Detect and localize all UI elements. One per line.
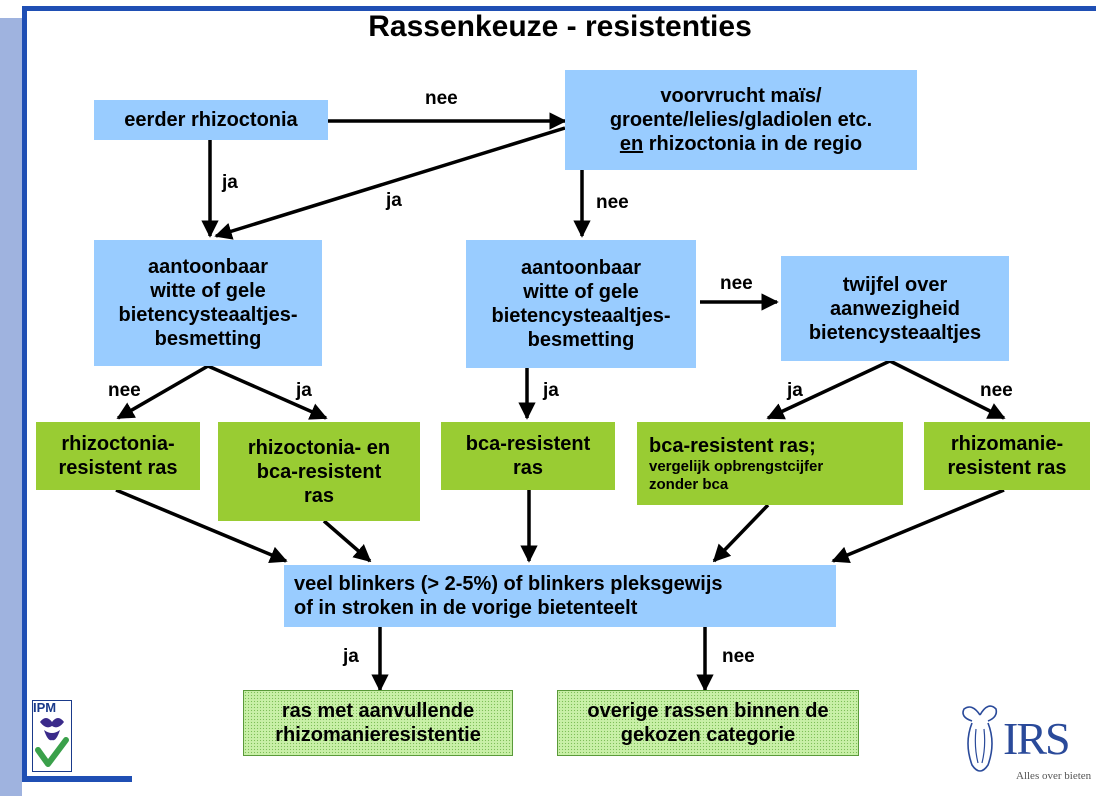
- box-overige-line-1: overige rassen binnen de: [587, 700, 829, 722]
- box-voorvrucht-line-1: voorvrucht maïs/: [660, 85, 822, 107]
- box-blinkers-line-2: of in stroken in de vorige bietenteelt: [294, 597, 638, 619]
- box-voorvrucht: voorvrucht maïs/ groente/lelies/gladiole…: [565, 70, 917, 170]
- box-eerder-rhizoctonia: eerder rhizoctonia: [94, 100, 328, 140]
- box-aantoonbaar-left: aantoonbaar witte of gele bietencysteaal…: [94, 240, 322, 366]
- label-nee-top: nee: [425, 88, 458, 109]
- frame-left-shadow: [0, 18, 22, 796]
- box-bca-ras-line-1: bca-resistent ras;: [649, 434, 816, 457]
- label-ja-left-split: ja: [296, 380, 312, 401]
- box-voorvrucht-underlined-word: en: [619, 133, 644, 155]
- label-ja-right-split: ja: [787, 380, 803, 401]
- label-ja-left: ja: [222, 172, 238, 193]
- arrow-aantoon-left-to-rhizo-bca: [207, 364, 328, 420]
- box-twijfel-line-1: twijfel over: [842, 273, 948, 296]
- frame-top-bar: [22, 6, 1096, 11]
- box-bca-res-line-1: bca-resistent: [465, 433, 591, 455]
- label-nee-left-split: nee: [108, 380, 141, 401]
- box-aantoonbaar-mid: aantoonbaar witte of gele bietencysteaal…: [466, 240, 696, 368]
- ipm-logo: [32, 700, 72, 772]
- box-aantoon-mid-line-2: witte of gele: [523, 281, 639, 303]
- box-rhizo-bca-line-2: bca-resistent: [256, 460, 382, 483]
- ipm-logo-text: IPM: [33, 700, 57, 715]
- box-blinkers-line-1: veel blinkers (> 2-5%) of blinkers pleks…: [294, 573, 723, 595]
- box-rhizomanie-resistent: rhizomanie- resistent ras: [924, 422, 1090, 490]
- box-rhizoctonia-en-bca: rhizoctonia- en bca-resistent ras: [218, 422, 420, 521]
- box-rhizoctonia-resistent: rhizoctonia- resistent ras: [36, 422, 200, 490]
- box-aantoon-left-line-2: witte of gele: [150, 280, 266, 302]
- box-aantoon-left-line-3: bietencysteaaltjes-: [118, 304, 298, 326]
- frame-bottom-bar: [22, 776, 132, 782]
- box-overige-rassen: overige rassen binnen de gekozen categor…: [557, 690, 859, 756]
- box-aantoon-mid-line-3: bietencysteaaltjes-: [491, 305, 671, 327]
- box-twijfel-line-2: aanwezigheid: [829, 297, 961, 320]
- box-voorvrucht-line-2: groente/lelies/gladiolen etc.: [609, 109, 873, 131]
- box-rhizo-res-line-2: resistent ras: [58, 457, 178, 479]
- arrow-twijfel-to-rhizomanie: [889, 359, 1006, 420]
- box-rhizomanie-line-2: resistent ras: [947, 457, 1067, 479]
- box-veel-blinkers: veel blinkers (> 2-5%) of blinkers pleks…: [284, 565, 836, 627]
- box-voorvrucht-line-3-rest: rhizoctonia in de regio: [643, 133, 863, 155]
- arrow-rhizo-bca-to-blinkers: [322, 519, 372, 563]
- page-title: Rassenkeuze - resistenties: [368, 10, 752, 43]
- label-nee-mid: nee: [596, 192, 629, 213]
- box-voorvrucht-line-3: en rhizoctonia in de regio: [620, 132, 862, 156]
- label-ja-bottom: ja: [343, 646, 359, 667]
- box-overige-line-2: gekozen categorie: [620, 724, 796, 746]
- label-ja-diagonal: ja: [386, 190, 402, 211]
- box-bca-ras-note-2: zonder bca: [649, 475, 729, 493]
- box-twijfel: twijfel over aanwezigheid bietencysteaal…: [781, 256, 1009, 361]
- box-bca-resistent-ras: bca-resistent ras; vergelijk opbrengstci…: [637, 422, 903, 505]
- box-eerder-text: eerder rhizoctonia: [124, 109, 298, 131]
- box-rhizo-res-line-1: rhizoctonia-: [61, 433, 175, 455]
- label-nee-bottom: nee: [722, 646, 755, 667]
- arrow-bca-ras-to-blinkers: [712, 503, 770, 563]
- arrow-voorvrucht-to-aantoon-left: [214, 126, 566, 240]
- box-bca-resistent: bca-resistent ras: [441, 422, 615, 490]
- box-bca-ras-note-1: vergelijk opbrengstcijfer: [649, 457, 824, 475]
- box-aantoon-left-line-1: aantoonbaar: [147, 256, 269, 278]
- label-nee-right: nee: [720, 273, 753, 294]
- box-rhizo-bca-line-3: ras: [303, 484, 335, 507]
- irs-logo: [962, 705, 998, 772]
- arrow-aantoon-left-to-rhizo-res: [116, 364, 209, 420]
- arrow-rhizomanie-to-blinkers: [831, 488, 1005, 564]
- box-twijfel-line-3: bietencysteaaltjes: [808, 321, 982, 344]
- irs-logo-text: IRS: [1003, 713, 1071, 764]
- box-aantoon-mid-line-1: aantoonbaar: [520, 257, 642, 279]
- box-aanvullend-line-2: rhizomanieresistentie: [275, 724, 481, 746]
- label-ja-mid: ja: [543, 380, 559, 401]
- box-aanvullende-resistentie: ras met aanvullende rhizomanieresistenti…: [243, 690, 513, 756]
- box-bca-res-line-2: ras: [512, 457, 544, 479]
- arrow-rhizo-res-to-blinkers: [115, 488, 288, 564]
- box-aantoon-left-line-4: besmetting: [154, 328, 262, 350]
- box-aanvullend-line-1: ras met aanvullende: [281, 700, 475, 722]
- label-nee-right-split: nee: [980, 380, 1013, 401]
- irs-logo-tagline: Alles over bieten: [1016, 770, 1092, 782]
- frame-left-bar: [22, 6, 27, 776]
- box-rhizo-bca-line-1: rhizoctonia- en: [247, 436, 391, 459]
- box-rhizomanie-line-1: rhizomanie-: [950, 433, 1064, 455]
- box-aantoon-mid-line-4: besmetting: [527, 329, 635, 351]
- arrow-twijfel-to-bca-ras: [766, 359, 891, 420]
